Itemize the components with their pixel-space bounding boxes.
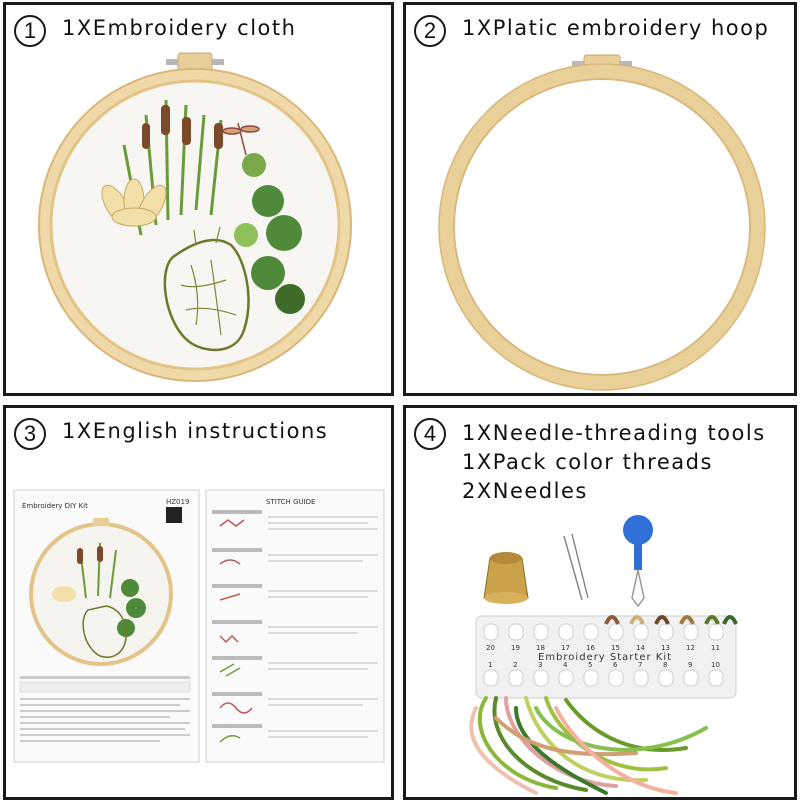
panel-tools-and-threads: 4 1XNeedle-threading tools 1XPack color … xyxy=(403,405,797,800)
needle-threader-icon xyxy=(623,515,653,608)
board-number: 15 xyxy=(611,644,620,652)
board-number: 13 xyxy=(661,644,670,652)
embroidery-hoop-with-design-image xyxy=(38,52,352,382)
caption-line-needles: 2XNeedles xyxy=(462,479,588,503)
board-number: 14 xyxy=(636,644,645,652)
board-number: 5 xyxy=(588,661,592,669)
board-number: 12 xyxy=(686,644,695,652)
starter-kit-label: Embroidery Starter Kit xyxy=(538,652,672,663)
thimble-icon xyxy=(483,552,529,604)
panel-caption: 1XNeedle-threading tools 1XPack color th… xyxy=(462,419,766,506)
panel-number-badge: 4 xyxy=(414,418,446,450)
board-number: 20 xyxy=(486,644,495,652)
board-number: 7 xyxy=(638,661,642,669)
board-number: 11 xyxy=(711,644,720,652)
panel-caption: 1XPlatic embroidery hoop xyxy=(462,16,770,40)
tools-and-threads-image: 20 19 18 17 16 15 14 13 12 11 1 2 3 4 5 … xyxy=(469,515,738,795)
board-number: 8 xyxy=(663,661,667,669)
panel-number-badge: 2 xyxy=(414,15,446,47)
board-number: 2 xyxy=(513,661,517,669)
panel-caption: 1XEmbroidery cloth xyxy=(62,16,297,40)
needles-icon xyxy=(563,533,589,601)
board-number: 10 xyxy=(711,661,720,669)
panel-number-badge: 1 xyxy=(14,15,46,47)
instruction-sheets-image: Embroidery DIY Kit HZ019 STITCH GUIDE xyxy=(13,489,385,763)
board-number: 6 xyxy=(613,661,618,669)
stitch-guide-title: STITCH GUIDE xyxy=(266,498,315,506)
instruction-code: HZ019 xyxy=(166,498,189,506)
caption-line-threading-tools: 1XNeedle-threading tools xyxy=(462,421,766,445)
panel-caption: 1XEnglish instructions xyxy=(62,419,329,443)
panel-embroidery-hoop: 2 1XPlatic embroidery hoop xyxy=(403,2,797,396)
board-number: 3 xyxy=(538,661,542,669)
board-number: 17 xyxy=(561,644,570,652)
plastic-hoop-image xyxy=(438,54,766,391)
board-number: 18 xyxy=(536,644,545,652)
caption-line-color-threads: 1XPack color threads xyxy=(462,450,713,474)
panel-embroidery-cloth: 1 1XEmbroidery cloth xyxy=(3,2,394,396)
instruction-left-title: Embroidery DIY Kit xyxy=(22,502,88,510)
board-number: 1 xyxy=(488,661,492,669)
thread-bundles xyxy=(604,615,738,625)
board-number: 4 xyxy=(563,661,568,669)
panel-number-badge: 3 xyxy=(14,418,46,450)
board-number: 9 xyxy=(688,661,692,669)
board-number: 19 xyxy=(511,644,520,652)
panel-instructions: 3 1XEnglish instructions Embroidery DIY … xyxy=(3,405,394,800)
board-number: 16 xyxy=(586,644,595,652)
qr-code-icon xyxy=(166,507,182,523)
